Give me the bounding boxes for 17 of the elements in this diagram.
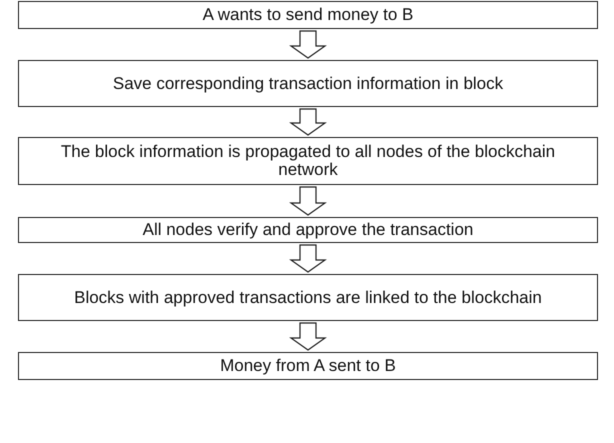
step-text: A wants to send money to B bbox=[202, 6, 414, 24]
process-box bbox=[18, 274, 598, 321]
arrow bbox=[289, 186, 327, 216]
step-text: Money from A sent to B bbox=[219, 357, 397, 375]
process-box bbox=[18, 60, 598, 107]
arrow bbox=[289, 30, 327, 59]
step-text: All nodes verify and approve the transaction bbox=[142, 221, 474, 239]
arrow bbox=[289, 244, 327, 273]
step-text: The block information is propagated to all nodes of the blockchain network bbox=[60, 143, 556, 179]
process-box bbox=[18, 217, 598, 243]
arrow bbox=[289, 322, 327, 351]
process-box bbox=[18, 1, 598, 29]
process-box bbox=[18, 352, 598, 380]
step-text: Save corresponding transaction information in block bbox=[112, 74, 504, 92]
step-text: Blocks with approved transactions are linked to the blockchain bbox=[73, 288, 543, 306]
process-box bbox=[18, 137, 598, 185]
arrow bbox=[289, 108, 327, 136]
